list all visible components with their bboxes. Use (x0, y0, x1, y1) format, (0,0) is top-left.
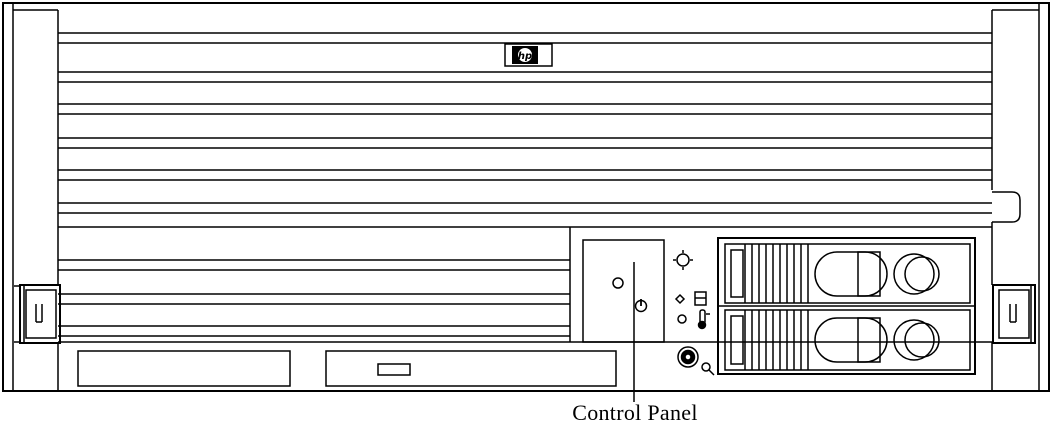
power-button[interactable] (634, 299, 648, 313)
status-led (612, 277, 624, 289)
temperature-icon (677, 309, 710, 330)
right-rack-ear (991, 9, 1039, 391)
hp-logo-text: hp (518, 51, 532, 62)
hp-logo: hp (504, 43, 553, 67)
hard-drive-bay-1[interactable] (724, 243, 971, 304)
chassis-frame (2, 2, 1050, 392)
hard-drive-bay-2[interactable] (724, 309, 971, 371)
media-bay-slot-right (325, 350, 617, 387)
control-panel-callout-label: Control Panel (572, 400, 698, 425)
locator-button-icon[interactable] (677, 346, 715, 376)
system-health-icon (673, 250, 693, 270)
right-rack-latch[interactable] (992, 284, 1036, 344)
media-bay-frame (58, 227, 992, 343)
left-rack-latch[interactable] (14, 284, 61, 344)
drive-activity-icon (674, 291, 707, 306)
bezel-vent-slats (58, 32, 992, 337)
right-rack-tab (992, 191, 1021, 223)
control-panel (582, 239, 665, 343)
drive-bay-cage (717, 237, 976, 375)
media-bay-slot-left (77, 350, 291, 387)
